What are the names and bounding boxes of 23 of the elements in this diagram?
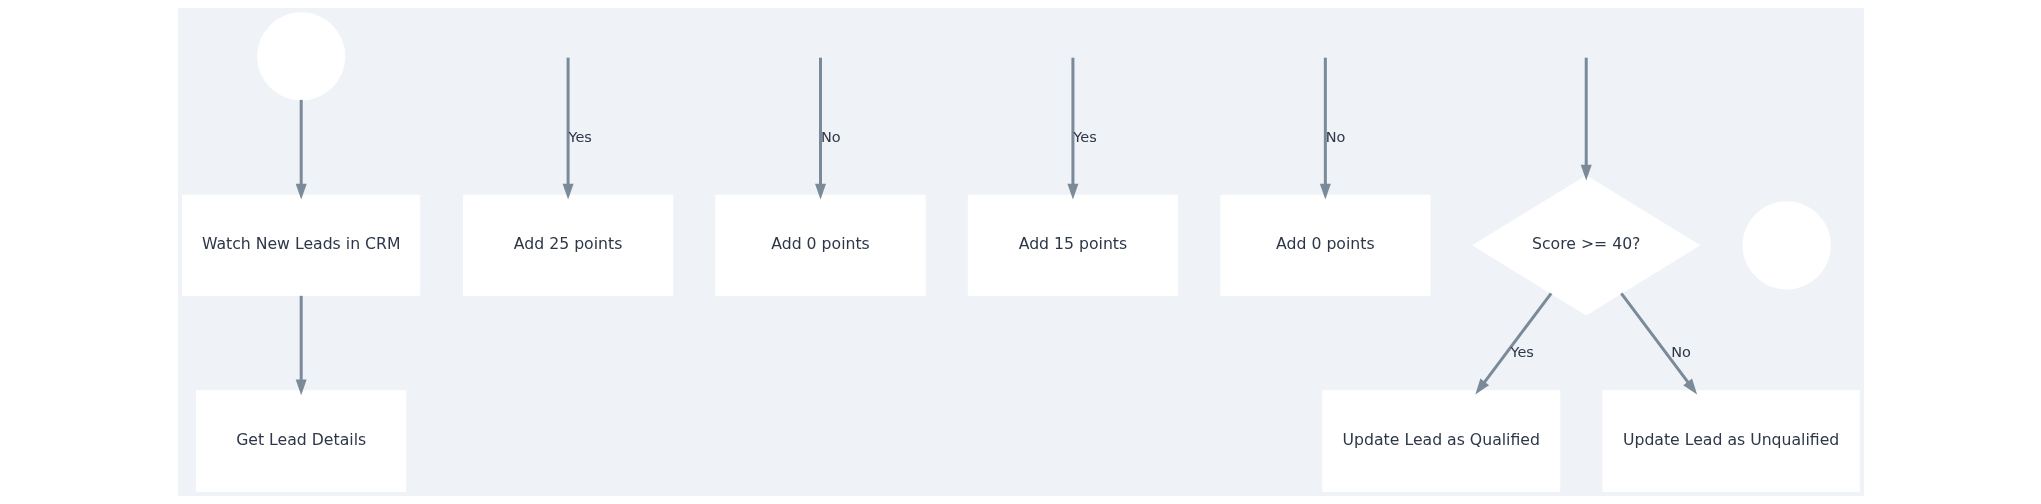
edge-label: Yes bbox=[1510, 343, 1534, 360]
node-box: Update Lead as Qualified bbox=[1321, 390, 1560, 492]
node-box: Watch New Leads in CRM bbox=[181, 194, 420, 297]
arrow bbox=[295, 295, 307, 396]
node-diamond: Score >= 40? bbox=[1471, 175, 1700, 316]
arrow bbox=[295, 99, 307, 200]
node-box: Add 15 points bbox=[967, 194, 1178, 297]
arrow bbox=[1319, 57, 1331, 200]
arrow bbox=[1619, 292, 1697, 395]
edge-label: No bbox=[820, 128, 841, 145]
arrow bbox=[814, 57, 826, 200]
edge-label: No bbox=[1325, 128, 1345, 145]
node-circle bbox=[256, 12, 345, 101]
node-box: Add 25 points bbox=[462, 194, 673, 297]
arrow bbox=[562, 57, 574, 200]
arrow bbox=[1066, 57, 1078, 200]
edge-label: No bbox=[1670, 343, 1691, 360]
node-box: Get Lead Details bbox=[195, 390, 406, 492]
node-box: Update Lead as Unqualified bbox=[1602, 390, 1860, 492]
node-box: Add 0 points bbox=[714, 194, 926, 297]
arrow bbox=[1580, 57, 1592, 181]
arrow bbox=[1474, 292, 1552, 395]
node-box: Add 0 points bbox=[1219, 194, 1430, 297]
